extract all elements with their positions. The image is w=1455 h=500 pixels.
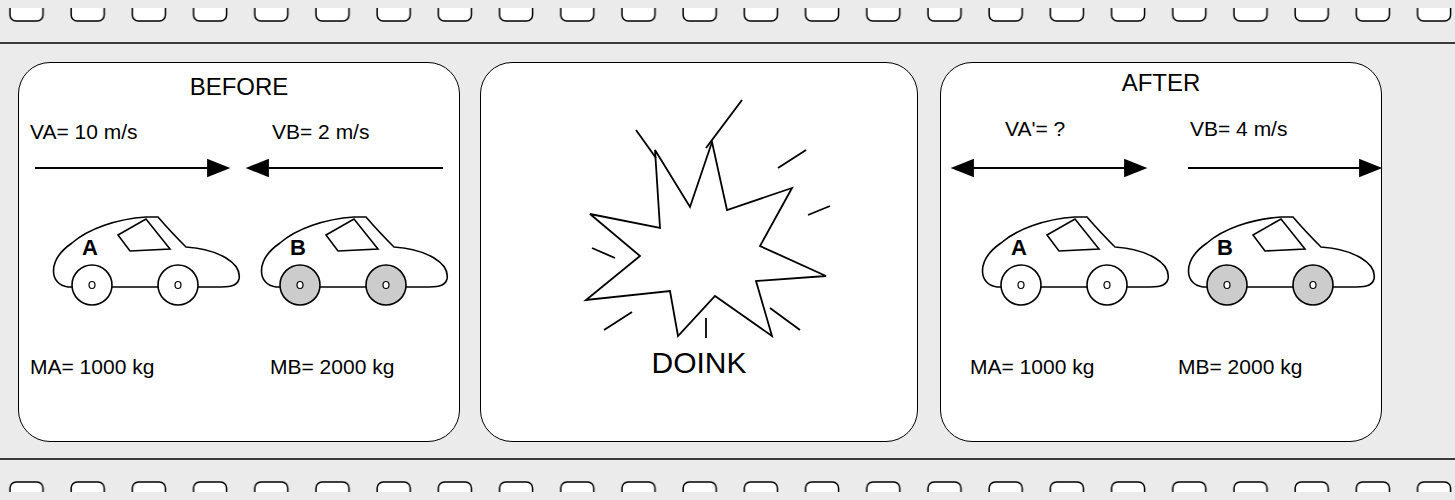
wheel: [280, 265, 320, 305]
frame-panel: DOINK: [480, 62, 918, 442]
wheel: [1293, 265, 1333, 305]
wheel: [158, 265, 198, 305]
mass-label: MA= 1000 kg: [30, 355, 154, 379]
mass-label: MB= 2000 kg: [270, 355, 394, 379]
car-outline: [975, 213, 1170, 308]
velocity-label: VA'= ?: [1005, 117, 1065, 141]
frame-panel: BEFORE A B: [18, 62, 460, 442]
car-letter: B: [1217, 235, 1233, 261]
car-letter: B: [290, 235, 306, 261]
wheel: [1207, 265, 1247, 305]
car-letter: A: [82, 235, 98, 261]
frame-title: AFTER: [941, 69, 1381, 97]
frame-title: BEFORE: [19, 73, 459, 101]
car-outline: [1181, 213, 1376, 308]
car: A: [46, 213, 241, 308]
mass-label: MB= 2000 kg: [1178, 355, 1302, 379]
car-letter: A: [1011, 235, 1027, 261]
frame-title: DOINK: [481, 346, 917, 380]
sprocket-holes: [0, 468, 1455, 492]
car-outline: [46, 213, 241, 308]
wheel: [72, 265, 112, 305]
wheel: [1001, 265, 1041, 305]
sprocket-holes: [0, 8, 1455, 32]
velocity-label: VB= 2 m/s: [272, 120, 369, 144]
car: B: [254, 213, 449, 308]
wheel: [366, 265, 406, 305]
car: B: [1181, 213, 1376, 308]
velocity-label: VA= 10 m/s: [30, 120, 138, 144]
car-outline: [254, 213, 449, 308]
car: A: [975, 213, 1170, 308]
wheel: [1087, 265, 1127, 305]
velocity-label: VB= 4 m/s: [1190, 117, 1287, 141]
mass-label: MA= 1000 kg: [970, 355, 1094, 379]
